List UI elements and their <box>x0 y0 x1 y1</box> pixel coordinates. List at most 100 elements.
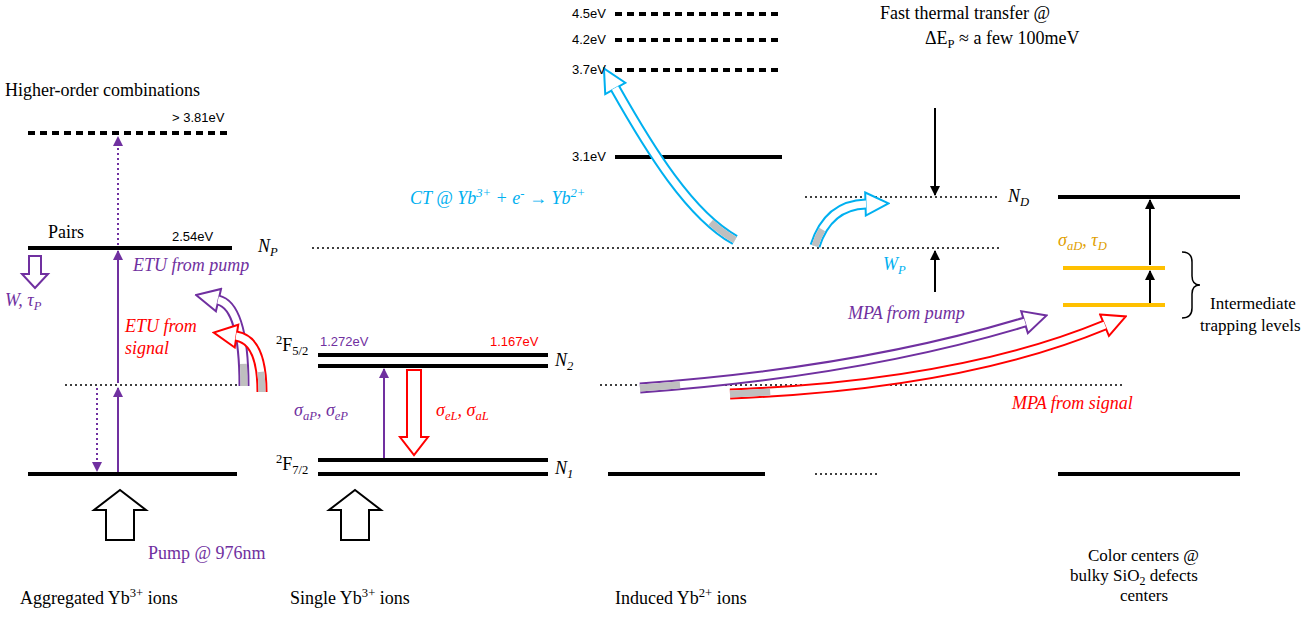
superscript-text: 2 <box>276 333 282 347</box>
subscript-text: eL <box>445 409 458 423</box>
label-text: ETU <box>125 316 159 336</box>
level-label: 1.272eV <box>320 334 368 350</box>
level-label: centers <box>1120 586 1168 606</box>
label-text: , σ <box>317 400 335 420</box>
label-text: N <box>1008 186 1020 206</box>
superscript-text: 3+ <box>362 586 375 600</box>
level-label: σaD, τD <box>1058 230 1107 254</box>
subscript-text: 5/2 <box>292 344 308 358</box>
level-label: 4.2eV <box>572 32 606 48</box>
label-text: bulky SiO <box>1070 566 1139 585</box>
label-text: Intermediate <box>1210 294 1296 313</box>
label-text: N <box>258 236 270 256</box>
subscript-text: 7/2 <box>292 463 308 477</box>
superscript-text: 2+ <box>699 586 712 600</box>
label-text: Color centers @ <box>1088 546 1199 565</box>
label-text: σ <box>294 400 303 420</box>
superscript-text: 2 <box>276 452 282 466</box>
level-label: 2F7/2 <box>276 452 308 478</box>
level-label: Aggregated Yb3+ ions <box>20 586 178 610</box>
label-text: F <box>282 335 292 355</box>
level-label: Induced Yb2+ ions <box>615 586 747 610</box>
level-label: bulky SiO2defects <box>1070 566 1198 588</box>
level-label: ETUfrom <box>125 316 197 338</box>
label-text: N <box>555 350 567 370</box>
label-text: 2.54eV <box>172 229 213 244</box>
label-text: centers <box>1120 586 1168 605</box>
label-text: , τ <box>1082 230 1097 250</box>
label-text: ETU <box>133 255 167 275</box>
label-text: MPA from pump <box>848 303 965 323</box>
label-text: σ <box>436 400 445 420</box>
subscript-text: aL <box>475 409 488 423</box>
subscript-text: aP <box>303 409 317 423</box>
subscript-text: 1 <box>567 467 573 481</box>
level-label: 4.5eV <box>572 6 606 22</box>
label-text: Aggregated Yb <box>20 588 130 608</box>
subscript-text: P <box>34 299 42 313</box>
superscript-text: 3+ <box>476 186 491 200</box>
label-text: > 3.81eV <box>172 110 224 125</box>
level-label: 3.7eV <box>572 62 606 78</box>
label-text: W, τ <box>5 290 34 310</box>
level-label: N1 <box>555 458 573 482</box>
level-label: Higher-order combinations <box>5 80 200 102</box>
label-text: 3.1eV <box>572 149 606 164</box>
level-label: ND <box>1008 186 1029 210</box>
level-label: NP <box>258 236 278 260</box>
subscript-text: 2 <box>567 359 573 373</box>
label-text: defects <box>1150 566 1198 585</box>
label-text: Single Yb <box>290 588 362 608</box>
label-text: σ <box>1058 230 1067 250</box>
level-label: σaP, σeP <box>294 400 348 424</box>
label-text: ions <box>148 588 178 608</box>
superscript-text: 3+ <box>130 586 143 600</box>
level-label: ETUfrom pump <box>133 255 249 277</box>
level-label: 3.1eV <box>572 149 606 165</box>
level-label: Single Yb3+ions <box>290 586 410 610</box>
label-text: from <box>164 316 197 336</box>
level-label: 2F5/2 <box>276 333 308 359</box>
label-text: 3.7eV <box>572 62 606 77</box>
label-text: MPA from signal <box>1012 393 1133 413</box>
superscript-text: - <box>520 186 524 200</box>
label-text: signal <box>125 338 169 358</box>
subscript-text: P <box>948 37 955 51</box>
level-label: Color centers @ <box>1088 546 1199 566</box>
level-label: N2 <box>555 350 573 374</box>
label-text: Induced Yb <box>615 588 699 608</box>
label-text: Fast thermal transfer @ <box>880 3 1050 23</box>
level-label: Pump @ 976nm <box>148 543 266 565</box>
level-label: signal <box>125 338 169 360</box>
level-label: WP <box>883 254 906 278</box>
label-text: 4.2eV <box>572 32 606 47</box>
label-text: 1.167eV <box>490 334 538 349</box>
subscript-text: aD <box>1067 239 1082 253</box>
subscript-text: P <box>270 245 278 259</box>
level-label: 2.54eV <box>172 229 213 245</box>
level-label: MPA from pump <box>848 303 965 325</box>
level-label: W, τP <box>5 290 42 314</box>
level-label: MPA from signal <box>1012 393 1133 415</box>
label-text: CT @ Yb <box>410 188 476 208</box>
subscript-text: P <box>898 263 906 277</box>
label-text: Pump @ 976nm <box>148 543 266 563</box>
label-text: Pairs <box>48 222 84 242</box>
label-text: F <box>282 454 292 474</box>
label-text: 4.5eV <box>572 6 606 21</box>
subscript-text: eP <box>335 409 348 423</box>
label-text: → Yb <box>529 188 571 208</box>
subscript-text: D <box>1098 239 1107 253</box>
label-text: ≈ a few 100meV <box>959 28 1079 48</box>
label-text: 1.272eV <box>320 334 368 349</box>
label-text: , σ <box>457 400 475 420</box>
superscript-text: 2+ <box>570 186 585 200</box>
label-text: from pump <box>172 255 250 275</box>
level-label: σeL, σaL <box>436 400 489 424</box>
label-text: N <box>555 458 567 478</box>
level-label: Fast thermal transfer @ <box>880 3 1050 25</box>
subscript-text: D <box>1020 195 1029 209</box>
label-text: ions <box>717 588 747 608</box>
level-label: CT @ Yb3++ e-→ Yb2+ <box>410 186 585 210</box>
